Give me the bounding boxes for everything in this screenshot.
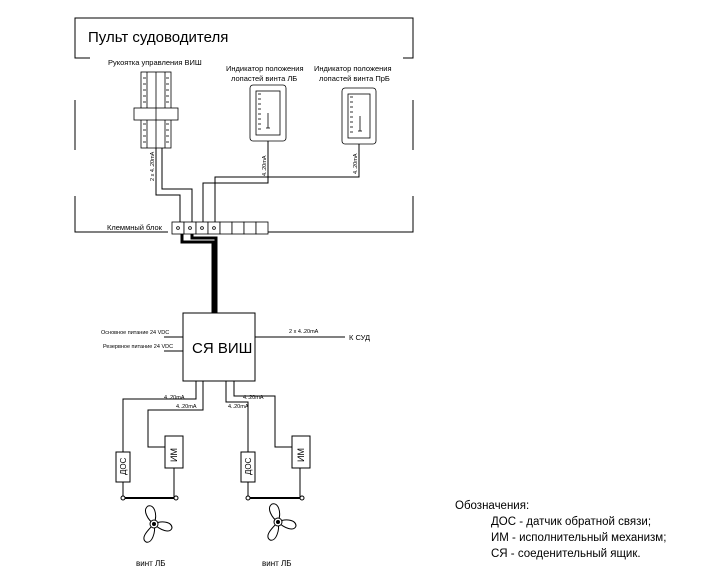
indicator-left bbox=[249, 84, 287, 142]
indicator-right bbox=[341, 87, 377, 145]
signal-handle: 2 x 4..20mA bbox=[150, 151, 156, 181]
terminal-block bbox=[171, 221, 269, 235]
handle-scale-ticks bbox=[143, 77, 169, 143]
panel-frame bbox=[74, 17, 414, 233]
indicator-left-label-2: лопастей винта ЛБ bbox=[231, 74, 297, 83]
signal-to-sud: 2 x 4..20mA bbox=[289, 329, 319, 335]
legend-item: ДОС - датчик обратной связи; bbox=[491, 516, 652, 528]
terminal-block-label: Клеммный блок bbox=[107, 223, 163, 232]
indicator-right-label-1: Индикатор положения bbox=[314, 64, 392, 73]
to-sud-label: К СУД bbox=[349, 333, 370, 342]
indicator-right-label-2: лопастей винта ПрБ bbox=[319, 74, 390, 83]
legend: Обозначения: ДОС - датчик обратной связи… bbox=[455, 498, 666, 562]
indicator-left-label-1: Индикатор положения bbox=[226, 64, 304, 73]
signal-indicator-right: 4..20mA bbox=[353, 153, 359, 174]
signal-indicator-left: 4..20mA bbox=[262, 155, 268, 176]
panel-wires bbox=[155, 141, 360, 223]
left-unit bbox=[115, 435, 184, 501]
right-dos-label: ДОС bbox=[244, 457, 253, 475]
control-handle bbox=[133, 71, 179, 149]
right-unit bbox=[240, 435, 311, 501]
right-im-label: ИМ bbox=[296, 448, 306, 462]
left-propeller-label: винт ЛБ bbox=[136, 559, 166, 568]
signal-left-1: 4..20mA bbox=[164, 395, 185, 401]
legend-item: СЯ - соеденительный ящик. bbox=[491, 548, 641, 560]
legend-item: ИМ - исполнительный механизм; bbox=[491, 532, 667, 544]
left-dos-label: ДОС bbox=[119, 457, 128, 475]
main-cable bbox=[180, 234, 218, 313]
signal-right-1: 4..20mA bbox=[243, 395, 264, 401]
panel-title: Пульт судоводителя bbox=[88, 29, 228, 46]
left-propeller-icon bbox=[143, 505, 173, 543]
legend-title: Обозначения: bbox=[455, 500, 530, 512]
lower-wires bbox=[122, 381, 292, 452]
signal-left-2: 4..20mA bbox=[176, 404, 197, 410]
right-im-box bbox=[291, 435, 311, 469]
main-power-label: Основное питание 24 VDC bbox=[101, 330, 169, 336]
right-propeller-icon bbox=[267, 503, 297, 541]
reserve-power-label: Резервное питание 24 VDC bbox=[103, 344, 173, 350]
right-propeller-label: винт ЛБ bbox=[262, 559, 292, 568]
junction-box-label: СЯ ВИШ bbox=[192, 340, 252, 357]
handle-label: Рукоятка управления ВИШ bbox=[108, 58, 202, 67]
signal-right-2: 4..20mA bbox=[228, 404, 249, 410]
junction-box bbox=[182, 312, 256, 382]
left-im-label: ИМ bbox=[169, 448, 179, 462]
